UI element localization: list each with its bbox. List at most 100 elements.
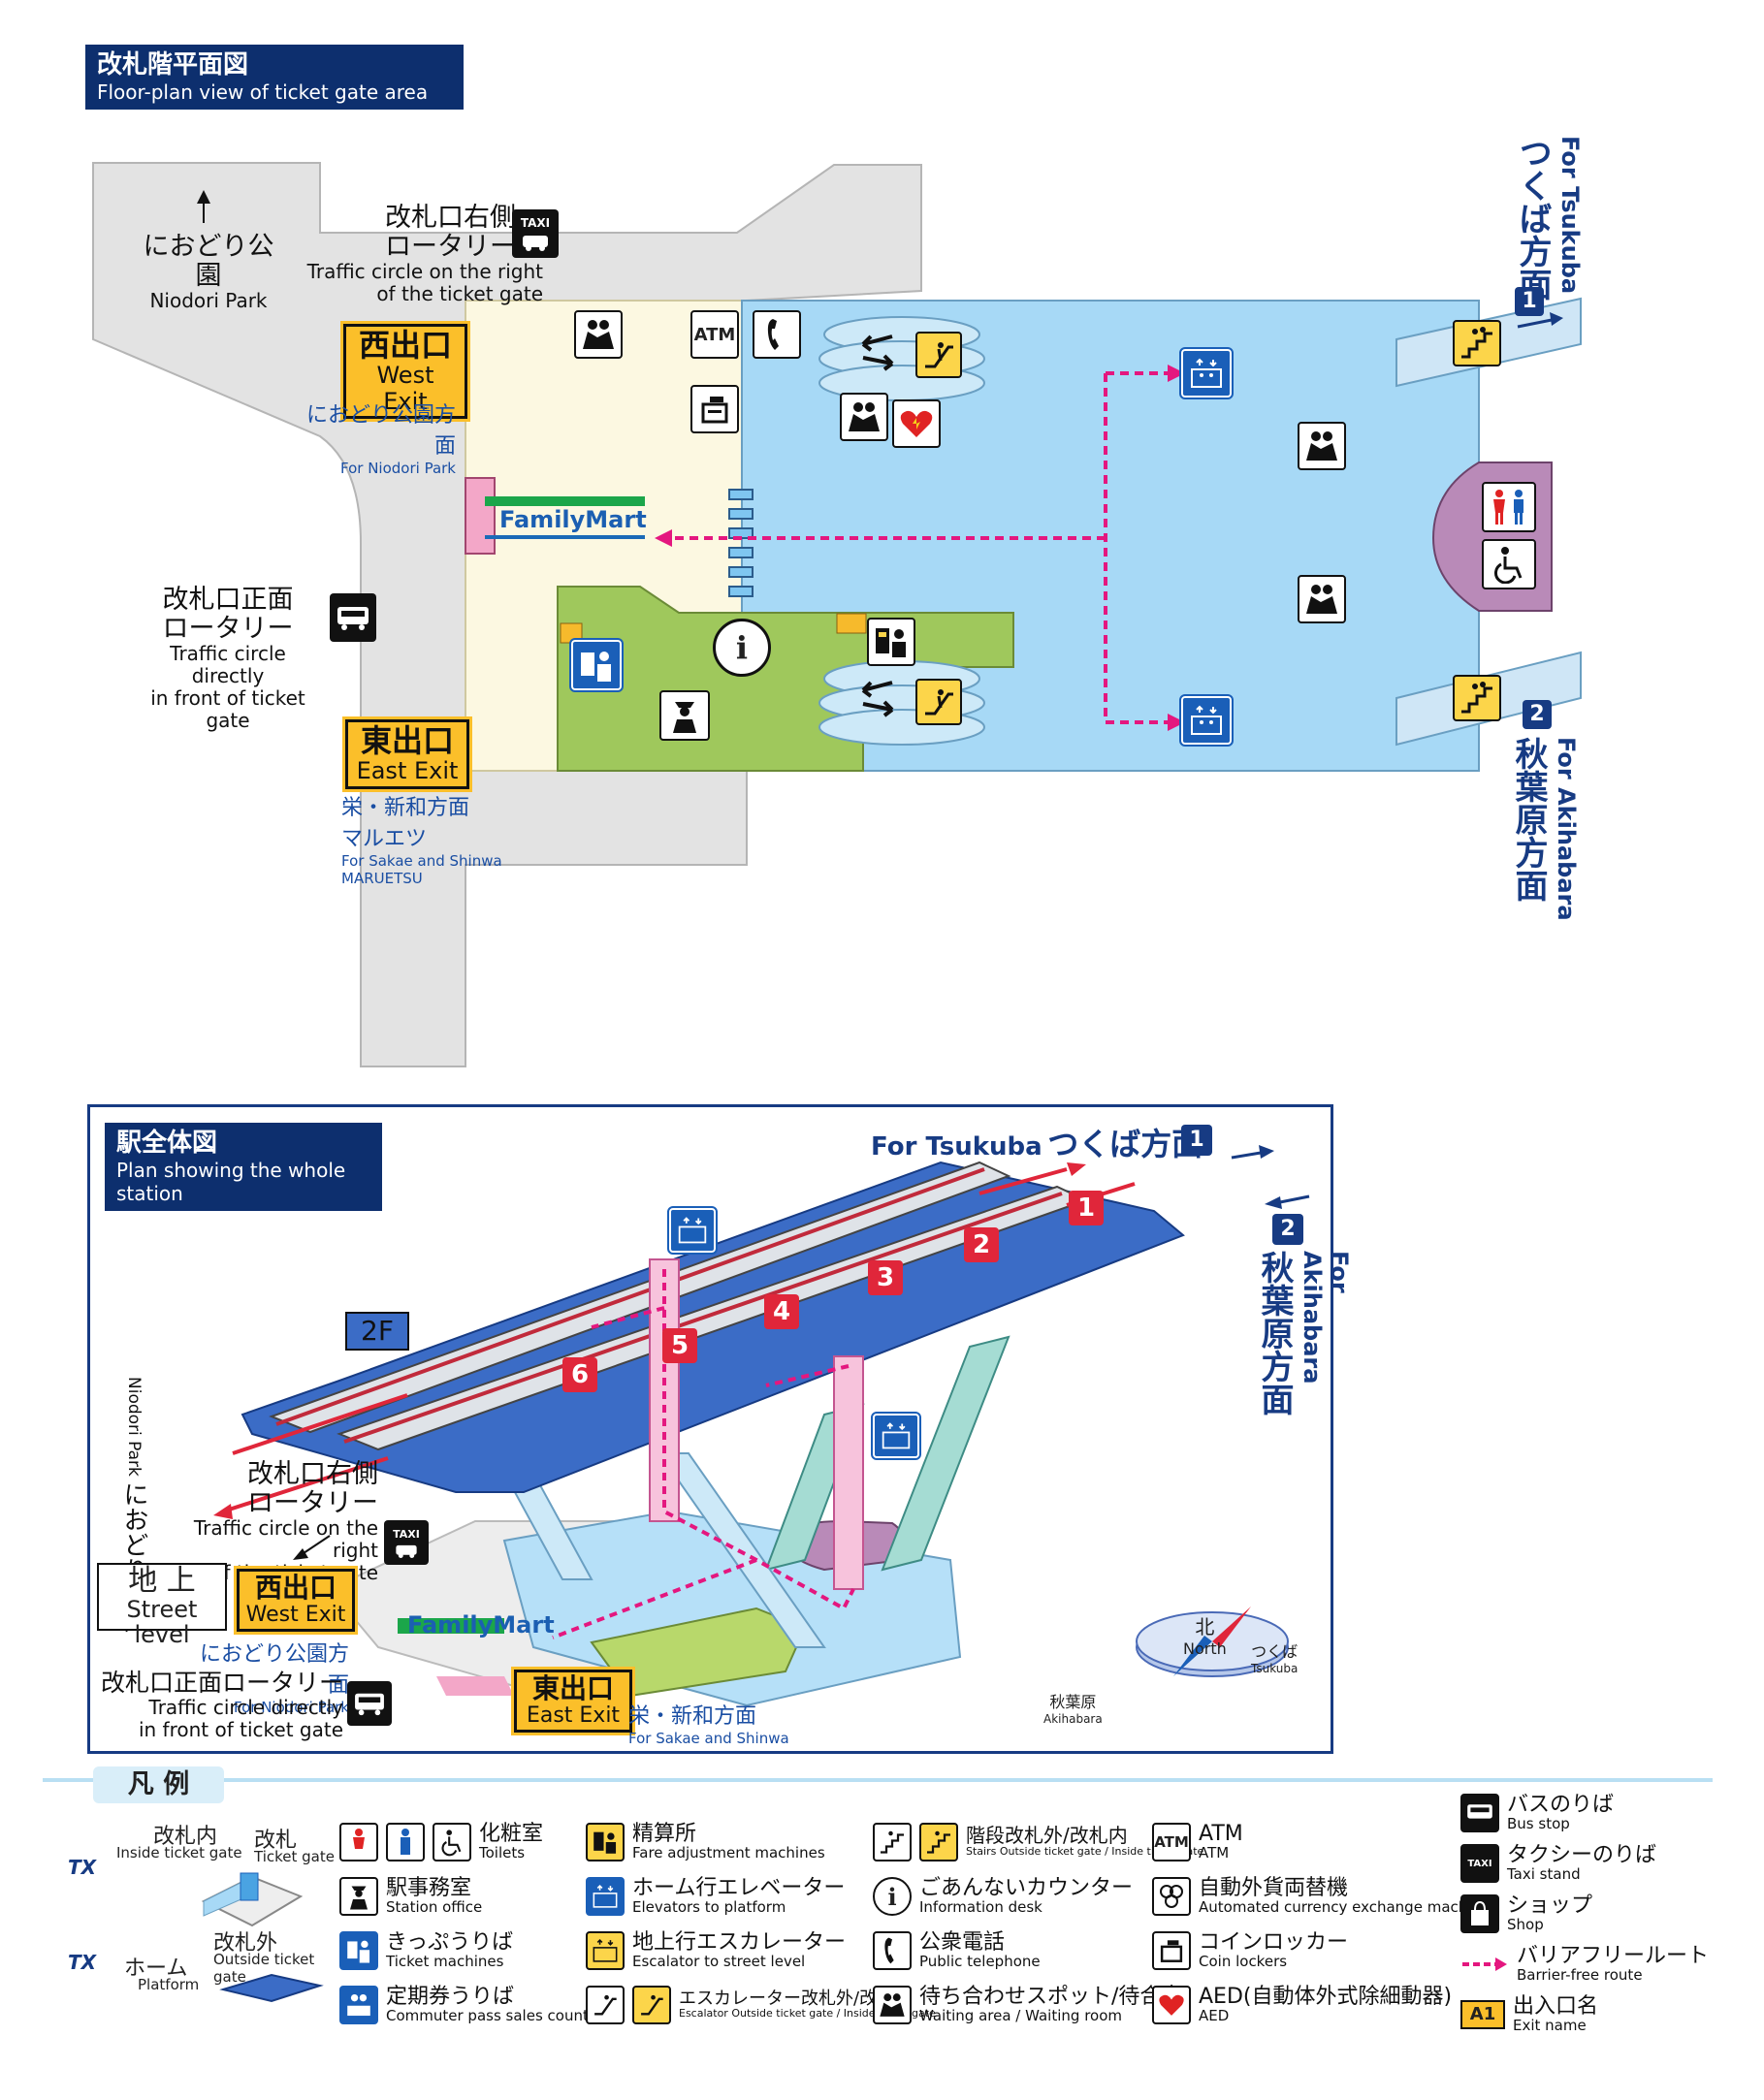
route-arrow-familymart [655, 529, 672, 547]
ws-west-exit-en: West Exit [245, 1602, 346, 1627]
car-number-3-text: 3 [876, 1263, 895, 1292]
compass-north-jp: 北 [1195, 1615, 1215, 1639]
car-number-1-text: 1 [1076, 1193, 1096, 1223]
legend-coin-lockers-jp: コインロッカー [1199, 1930, 1349, 1956]
ws-familymart-label: FamilyMart [407, 1611, 555, 1639]
ws-platform-2-num: 2 [1280, 1217, 1296, 1241]
car-number-3: 3 [868, 1260, 903, 1295]
ticket-machine-icon [569, 638, 624, 692]
west-exit-direction: におどり公園方面 For Niodori Park [291, 398, 456, 477]
west-exit-en: West Exit [376, 362, 434, 415]
taxi-icon: TAXI [512, 209, 559, 258]
legend-atm-icon: ATM [1152, 1823, 1191, 1861]
escalator-street-icon-2 [915, 679, 962, 725]
legend-telephone-icon [873, 1931, 912, 1970]
legend-outside-en: Outside ticket gate [213, 1951, 315, 1986]
info-desk-icon: i [713, 619, 771, 677]
for-tsukuba-top: For Tsukuba つくば方面 [871, 1120, 1203, 1164]
legend-taxi-jp: タクシーのりば [1507, 1843, 1657, 1868]
familymart-label: FamilyMart [499, 506, 647, 533]
route-arrow-elev-1 [1168, 365, 1185, 382]
coin-locker-icon [690, 385, 739, 433]
legend-ticket-machine-icon [339, 1931, 378, 1970]
ws-front-rotary-label: 改札口正面ロータリー Traffic circle directly in fr… [101, 1670, 343, 1741]
legend-stairs-en: Stairs Outside ticket gate / Inside tick… [966, 1845, 1204, 1859]
legend-exit-name-jp: 出入口名 [1513, 1994, 1599, 2019]
legend-exit-name-icon: A1 [1460, 1999, 1505, 2029]
elevator-platform-icon-1 [1179, 347, 1234, 399]
car-number-4: 4 [764, 1294, 799, 1329]
legend-aed-icon [1152, 1986, 1191, 2024]
compass-needle-blue [1173, 1636, 1212, 1676]
escalator-street-icon [915, 332, 962, 378]
east-for-en: For Sakae and Shinwa [341, 852, 502, 870]
route-arrow-elev-2 [1168, 714, 1185, 731]
platform-2-badge: 2 [1523, 700, 1552, 729]
ws-east-direction: 栄・新和方面 For Sakae and Shinwa [628, 1699, 822, 1747]
legend-waiting-icon [873, 1986, 912, 2024]
east-exit-sign: 東出口 East Exit [345, 719, 469, 789]
legend-shop-icon [1460, 1894, 1499, 1933]
legend-escalator-outside-icon [586, 1986, 625, 2024]
legend-station-office-icon [339, 1877, 378, 1916]
compass-akihabara-en: Akihabara [1043, 1712, 1103, 1726]
ws-niodori-en: Niodori Park [124, 1377, 144, 1477]
legend-taxi-icon: TAXI [1460, 1844, 1499, 1883]
east-exit-direction: 栄・新和方面 マルエツ For Sakae and Shinwa MARUETS… [341, 790, 535, 887]
waiting-area-icon-3 [1298, 422, 1346, 470]
for-akihabara-jp: 秋葉原方面 [1509, 737, 1548, 902]
platform-1-num: 1 [1522, 289, 1537, 313]
legend-info-desk-en: Information desk [919, 1898, 1042, 1917]
niodori-park-en: Niodori Park [149, 289, 268, 313]
legend-elevator-en: Elevators to platform [632, 1898, 786, 1917]
legend-bus-en: Bus stop [1507, 1815, 1570, 1833]
compass-north-label: 北 North [1183, 1611, 1227, 1658]
ws-platform-1-badge: 1 [1181, 1125, 1212, 1156]
east-for-en2: MARUETSU [341, 870, 423, 887]
fare-adjust-icon [867, 618, 915, 666]
ws-west-exit-sign: 西出口 West Exit [237, 1569, 355, 1632]
compass-akihabara-jp: 秋葉原 [1049, 1693, 1097, 1711]
whole-station-title: 駅全体図 Plan showing the whole station [105, 1123, 382, 1212]
ws-front-rotary-jp: 改札口正面ロータリー [101, 1669, 344, 1697]
legend-platform-shape [219, 1973, 324, 2003]
escalator-arrows-icon-2 [853, 671, 902, 719]
ws-east-exit-en: East Exit [526, 1702, 621, 1728]
car-number-5: 5 [662, 1328, 697, 1363]
ws-elevator-icon-2 [871, 1412, 921, 1460]
right-rotary-en-1: Traffic circle on the right [306, 260, 543, 284]
stairs-icon-2 [1453, 675, 1501, 721]
compass-akihabara-label: 秋葉原 Akihabara [1043, 1689, 1103, 1726]
legend-escalator-street-jp: 地上行エスカレーター [632, 1930, 847, 1956]
legend-fare-adjust-en: Fare adjustment machines [632, 1844, 825, 1862]
toilets-icon [1482, 482, 1536, 532]
station-office-icon [659, 690, 710, 741]
barrier-free-route [669, 371, 1173, 724]
legend-taxi-en: Taxi stand [1507, 1865, 1581, 1884]
gate-orange-block [836, 613, 867, 634]
west-for-jp: におどり公園方面 [305, 403, 456, 459]
familymart-pink [465, 477, 496, 555]
compass-tsukuba-label: つくば Tsukuba [1251, 1639, 1298, 1675]
legend-fare-adjust-jp: 精算所 [632, 1822, 697, 1847]
accessible-toilet-icon [1482, 539, 1536, 589]
legend-gate-diagram: 改札内 Inside ticket gate 改札 Ticket gate 改札… [68, 1819, 339, 2003]
ws-right-rotary-jp-2: ロータリー [247, 1487, 378, 1518]
car-number-1: 1 [1069, 1191, 1104, 1225]
legend-platform-jp: ホーム [124, 1957, 188, 1981]
legend-commuter-pass-jp: 定期券うりば [386, 1985, 515, 2010]
legend-elevator-jp: ホーム行エレベーター [632, 1876, 846, 1901]
waiting-area-icon-4 [1298, 575, 1346, 623]
car-number-2-text: 2 [972, 1230, 991, 1259]
car-number-6: 6 [562, 1357, 597, 1392]
legend-waiting-en: Waiting area / Waiting room [919, 2007, 1122, 2025]
legend-inside-en: Inside ticket gate [116, 1844, 242, 1861]
legend-station-office-jp: 駅事務室 [386, 1876, 472, 1901]
familymart-green-bar [485, 496, 645, 506]
legend-toilet-female-icon [339, 1823, 378, 1861]
legend-bus-jp: バスのりば [1507, 1793, 1615, 1818]
